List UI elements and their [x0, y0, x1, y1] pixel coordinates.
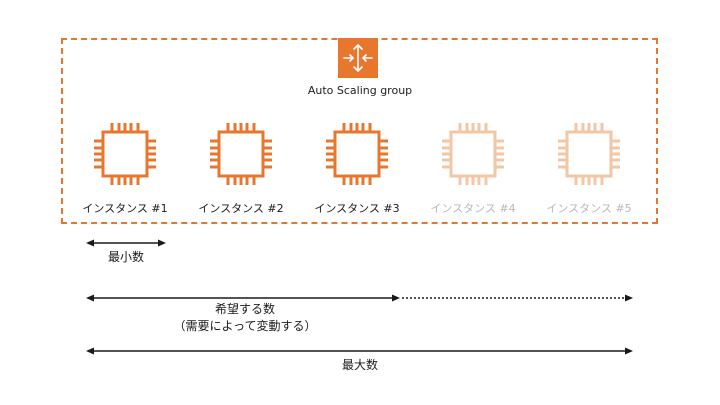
desired-capacity-label: 希望する数 — [214, 302, 275, 316]
auto-scaling-icon — [338, 38, 378, 78]
desired-capacity-variable-range-arrow — [402, 294, 633, 302]
instance-chip-icon-3 — [326, 123, 388, 185]
maximum-capacity-arrow — [86, 347, 633, 355]
instance-label-5: インスタンス #5 — [546, 202, 632, 215]
instance-label-4: インスタンス #4 — [430, 202, 516, 215]
instance-chip-icon-2 — [210, 123, 272, 185]
minimum-capacity-arrow — [86, 239, 166, 247]
instance-chip-icon-4 — [442, 123, 504, 185]
minimum-capacity-label: 最小数 — [107, 250, 144, 264]
desired-capacity-arrow — [86, 294, 400, 302]
instance-chip-icon-1 — [94, 123, 156, 185]
maximum-capacity-label: 最大数 — [341, 358, 378, 372]
instance-label-3: インスタンス #3 — [314, 202, 400, 215]
instance-label-1: インスタンス #1 — [82, 202, 168, 215]
auto-scaling-group-label: Auto Scaling group — [307, 84, 413, 97]
instance-label-2: インスタンス #2 — [198, 202, 284, 215]
instance-chip-icon-5 — [558, 123, 620, 185]
desired-capacity-note: （需要によって変動する） — [173, 319, 317, 333]
